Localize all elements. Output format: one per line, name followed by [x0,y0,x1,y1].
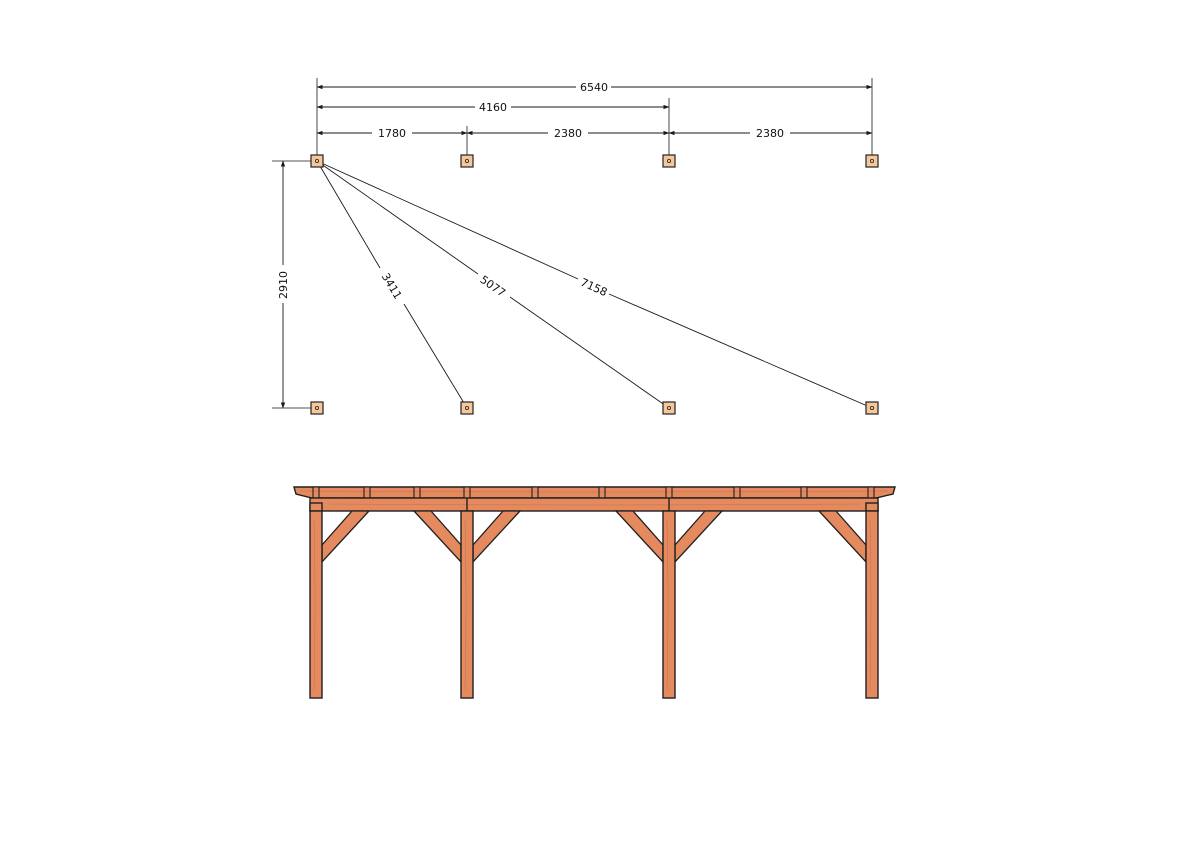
dimension-total: 6540 [316,81,873,94]
diagonal-3-label: 7158 [578,276,609,299]
post-footing [662,154,676,168]
dimension-spans: 1780 2380 2380 [316,127,873,140]
dimension-total-label: 6540 [580,81,608,94]
post-footing [310,401,324,415]
knee-braces [321,510,867,564]
dimension-span-1-label: 1780 [378,127,406,140]
elevation-view [293,486,896,699]
dimension-span-2-label: 2380 [554,127,582,140]
post [460,510,474,699]
wood-grain [299,490,889,691]
dimension-partial-label: 4160 [479,101,507,114]
post-footing [460,154,474,168]
diagonal-1-label: 3411 [379,271,405,302]
dimension-depth: 2910 [277,160,290,409]
post [309,510,323,699]
post-footing [460,401,474,415]
diagonal-1: 3411 [316,160,468,409]
diagonal-3: 7158 [316,160,873,409]
dimension-span-3-label: 2380 [756,127,784,140]
post [662,510,676,699]
post [865,510,879,699]
diagonal-2-label: 5077 [478,273,508,300]
plan-view: 6540 4160 1780 2380 2380 2910 [272,78,879,415]
post-footing [865,154,879,168]
dimension-partial: 4160 [316,101,670,114]
post-footing [865,401,879,415]
post-footing [662,401,676,415]
diagonal-2: 5077 [316,160,670,409]
post-footing [310,154,324,168]
dimension-depth-label: 2910 [277,271,290,299]
